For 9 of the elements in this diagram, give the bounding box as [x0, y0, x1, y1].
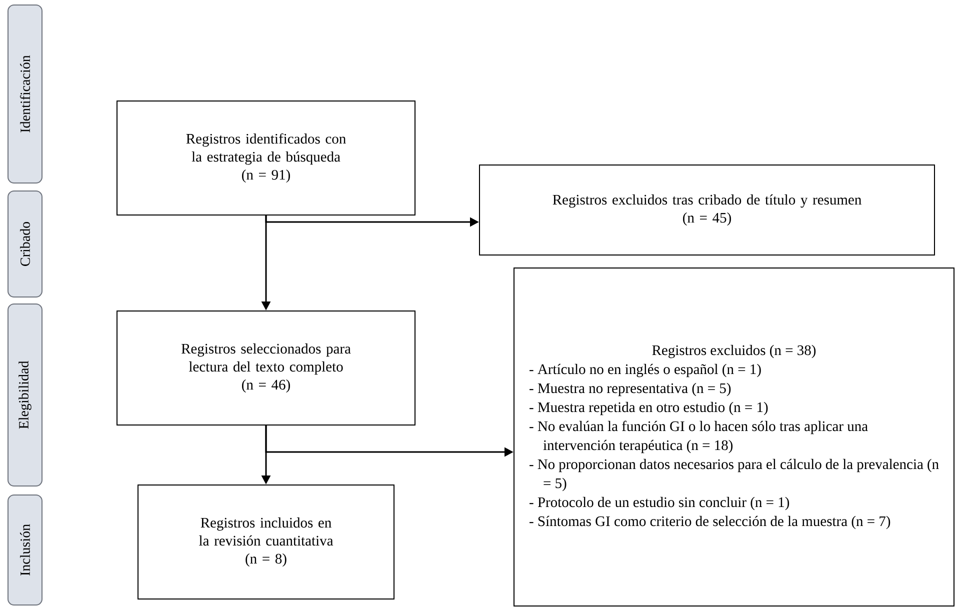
process-box: Registros incluidos en la revisión cuantitativa (n = 8): [138, 484, 394, 600]
stage-band: Inclusión: [8, 494, 42, 606]
exclusion-box: Registros excluidos (n = 38) - Artículo no en inglés o español (n = 1) - Muestra no representativa (n = 5) - Muestra repetida en otro estudio (n = 1) - No evalúan la función GI o lo hacen sólo tras aplicar una intervención terapéutica (n = 18) - No proporcionan datos necesarios para el cálculo de la prevalencia (n = 5) - Protocolo de un estudio sin concluir (n = 1) - Síntomas GI como criterio de selección de la muestra (n = 7): [514, 268, 954, 606]
process-box: Registros identificados con la estrategia de búsqueda (n = 91): [116, 100, 416, 216]
stage-band: Cribado: [8, 190, 42, 298]
stage-band: Identificación: [8, 4, 42, 184]
process-box: Registros seleccionados para lectura del texto completo (n = 46): [116, 310, 416, 426]
process-box: Registros excluidos tras cribado de título y resumen (n = 45): [479, 164, 935, 256]
stage-band: Elegibilidad: [8, 304, 42, 486]
